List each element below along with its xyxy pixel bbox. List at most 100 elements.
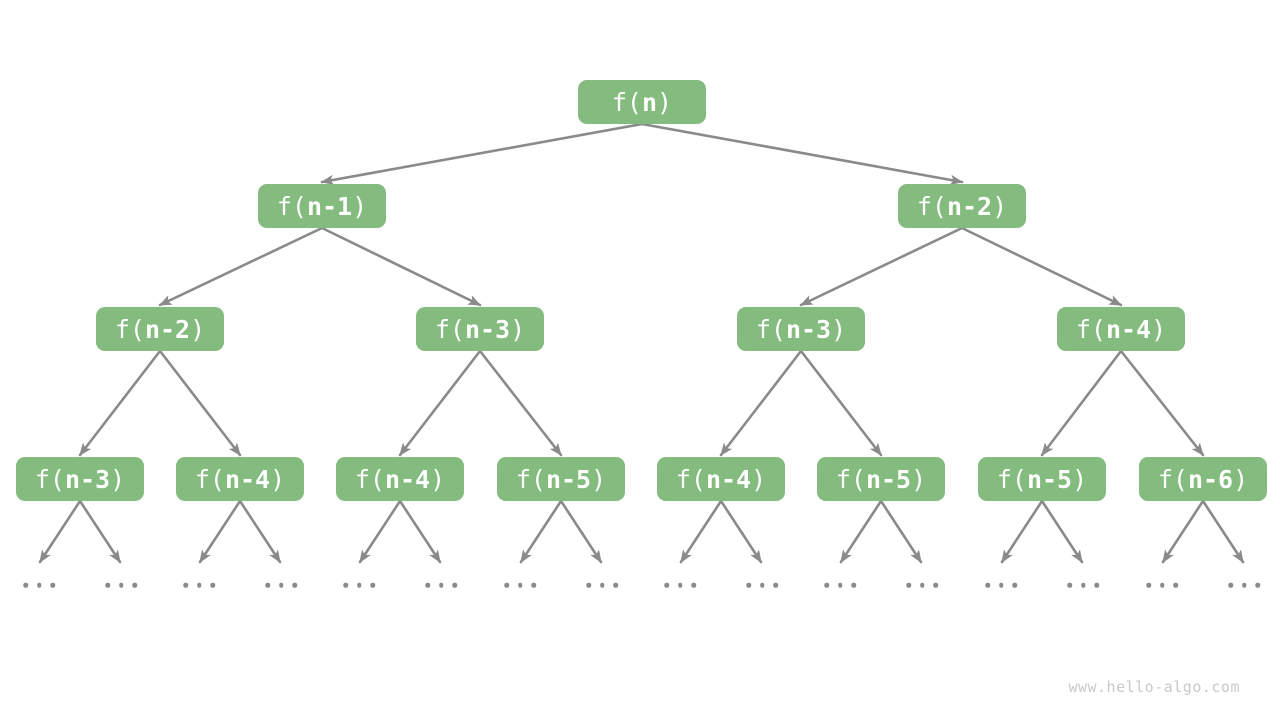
tree-node: f(n-2)	[898, 184, 1026, 228]
ellipsis-dot	[1173, 582, 1178, 588]
node-label-pre: f(	[835, 464, 866, 494]
tree-edge-arrow	[799, 226, 964, 307]
tree-edge-arrow	[78, 499, 122, 564]
ellipsis	[265, 582, 297, 588]
tree-edge-arrow	[519, 499, 563, 564]
tree-edge-arrow	[719, 499, 763, 564]
node-label-post: )	[190, 314, 206, 344]
ellipsis	[1146, 582, 1178, 588]
node-label-post: )	[1233, 464, 1249, 494]
ellipsis-dot	[773, 582, 778, 588]
ellipsis-dot	[1159, 582, 1165, 588]
tree-edge-arrow	[640, 122, 964, 186]
ellipsis-dot	[504, 582, 509, 588]
ellipsis-dot	[1067, 582, 1072, 588]
ellipsis-dot	[278, 582, 284, 588]
ellipsis	[985, 582, 1017, 588]
ellipsis-dot	[292, 582, 297, 588]
watermark-text: www.hello-algo.com	[1068, 678, 1240, 696]
ellipsis-dot	[370, 582, 375, 588]
ellipsis-dot	[105, 582, 110, 588]
tree-edge-arrow	[1040, 349, 1123, 457]
tree-edge-arrow	[1119, 349, 1205, 457]
tree-edge-arrow	[1161, 499, 1205, 564]
tree-edge-arrow	[679, 499, 723, 564]
node-label-arg: n-4	[384, 464, 431, 494]
ellipsis	[586, 582, 618, 588]
ellipsis-dot	[1080, 582, 1086, 588]
ellipsis	[746, 582, 778, 588]
ellipsis-dot	[425, 582, 430, 588]
node-label-post: )	[911, 464, 927, 494]
tree-edge-arrow	[799, 349, 883, 457]
node-label-arg: n-5	[545, 464, 592, 494]
ellipsis-dot	[599, 582, 605, 588]
node-label-arg: n-3	[464, 314, 511, 344]
ellipsis-dot	[517, 582, 523, 588]
ellipsis	[664, 582, 696, 588]
node-label-arg: n-4	[224, 464, 271, 494]
tree-edge-arrow	[158, 226, 324, 307]
node-label-pre: f(	[916, 191, 947, 221]
ellipsis-dot	[50, 582, 55, 588]
ellipsis-dot	[759, 582, 765, 588]
node-label-pre: f(	[114, 314, 145, 344]
node-label-pre: f(	[276, 191, 307, 221]
ellipsis-dot	[837, 582, 843, 588]
ellipsis-dot	[1241, 582, 1247, 588]
ellipsis-dot	[118, 582, 124, 588]
tree-node: f(n-1)	[258, 184, 386, 228]
node-label-post: )	[591, 464, 607, 494]
ellipsis-dot	[677, 582, 683, 588]
node-label-pre: f(	[515, 464, 546, 494]
tree-node: f(n-5)	[978, 457, 1106, 501]
node-label-post: )	[992, 191, 1008, 221]
node-label-post: )	[751, 464, 767, 494]
node-label-arg: n-1	[306, 191, 353, 221]
ellipsis-dot	[1094, 582, 1099, 588]
node-label-post: )	[270, 464, 286, 494]
tree-node: f(n-4)	[657, 457, 785, 501]
ellipsis	[23, 582, 55, 588]
tree-node: f(n-6)	[1139, 457, 1267, 501]
node-label-pre: f(	[434, 314, 465, 344]
ellipsis-dot	[36, 582, 42, 588]
node-label-pre: f(	[34, 464, 65, 494]
ellipsis-dot	[183, 582, 188, 588]
ellipsis-dot	[691, 582, 696, 588]
ellipsis	[343, 582, 375, 588]
node-label-arg: n-5	[865, 464, 912, 494]
ellipsis	[906, 582, 938, 588]
node-label-pre: f(	[755, 314, 786, 344]
ellipsis-dot	[586, 582, 591, 588]
ellipsis-dot	[265, 582, 270, 588]
tree-edge-arrow	[358, 499, 402, 564]
tree-edge-arrow	[398, 349, 482, 457]
node-label-pre: f(	[611, 87, 642, 117]
tree-edge-arrow	[78, 349, 162, 457]
ellipsis	[183, 582, 215, 588]
node-label-post: )	[1072, 464, 1088, 494]
ellipsis-dot	[356, 582, 362, 588]
tree-edge-arrow	[1201, 499, 1245, 564]
tree-node: f(n-3)	[416, 307, 544, 351]
tree-edge-arrow	[478, 349, 563, 457]
tree-edge-arrow	[960, 226, 1123, 307]
node-label-pre: f(	[1157, 464, 1188, 494]
ellipsis-dot	[196, 582, 202, 588]
node-label-post: )	[110, 464, 126, 494]
ellipsis-dot	[906, 582, 911, 588]
tree-edge-arrow	[320, 122, 644, 186]
ellipsis-dot	[1255, 582, 1260, 588]
tree-node: f(n-3)	[16, 457, 144, 501]
tree-edge-arrow	[839, 499, 883, 564]
node-label-arg: n-6	[1187, 464, 1234, 494]
tree-edge-arrow	[238, 499, 282, 564]
tree-edge-arrow	[398, 499, 442, 564]
tree-node: f(n-5)	[817, 457, 945, 501]
tree-node: f(n-4)	[176, 457, 304, 501]
tree-node: f(n)	[578, 80, 706, 124]
tree-node: f(n-5)	[497, 457, 625, 501]
node-label-post: )	[510, 314, 526, 344]
